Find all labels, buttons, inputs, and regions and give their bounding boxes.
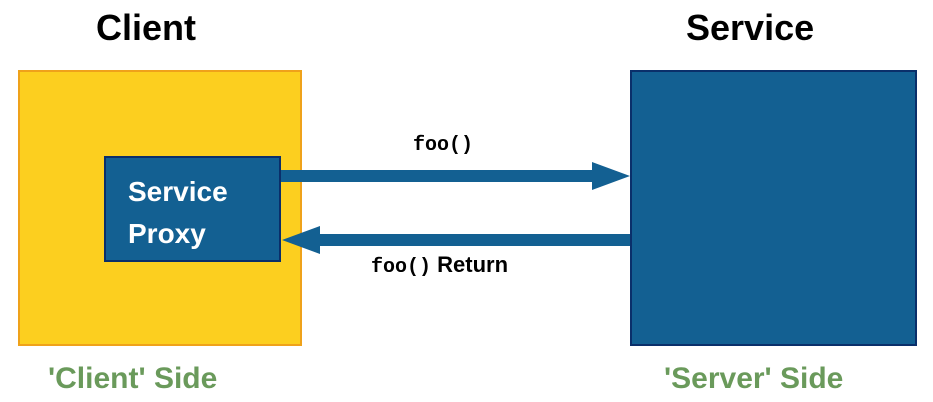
service-proxy-label-line2: Proxy — [128, 218, 206, 249]
server-side-label: 'Server' Side — [664, 362, 844, 395]
call-label: foo() — [413, 134, 474, 157]
service-proxy-label-line1: Service — [128, 176, 228, 207]
service-proxy-box: Service Proxy — [104, 156, 281, 262]
client-side-label: 'Client' Side — [48, 362, 218, 395]
return-word: Return — [437, 252, 509, 277]
service-title: Service — [686, 7, 815, 48]
return-arrow — [282, 226, 630, 254]
return-label: foo() Return — [371, 252, 508, 281]
return-method: foo() — [371, 256, 432, 279]
client-title: Client — [96, 7, 197, 48]
service-box — [630, 70, 917, 346]
call-arrow — [281, 162, 630, 190]
